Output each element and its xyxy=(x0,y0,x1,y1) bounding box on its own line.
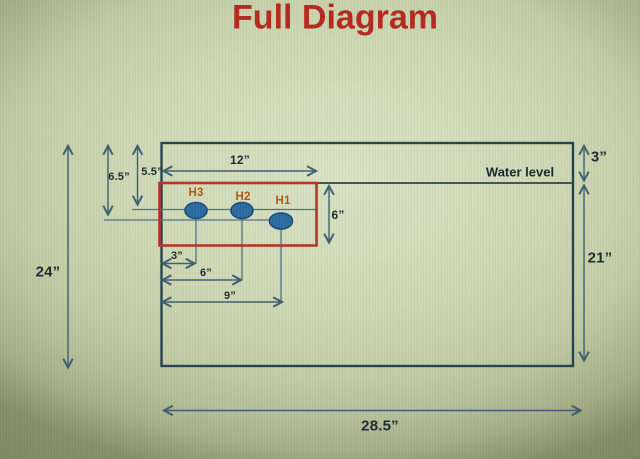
tank-outline xyxy=(160,141,575,368)
dim-label-submersion-depth: 6” xyxy=(331,208,345,222)
hydrophone-h2-label: H2 xyxy=(235,190,251,203)
hydrophone-h1-label: H1 xyxy=(275,194,291,207)
water-level-label: Water level xyxy=(485,164,555,180)
dim-label-h2-offset: 6” xyxy=(199,266,213,279)
dim-label-h3-offset: 3” xyxy=(170,250,184,262)
dim-label-array-span: 12” xyxy=(230,153,250,167)
dim-label-h1-offset: 9” xyxy=(223,289,237,302)
dim-label-top-to-h1: 6.5” xyxy=(108,171,130,183)
hydrophone-h3-label: H3 xyxy=(188,187,204,199)
dim-label-freeboard: 3” xyxy=(590,148,608,166)
dim-label-top-to-h2-h3: 5.5” xyxy=(141,166,163,178)
hydrophone-array-highlight-box xyxy=(158,181,318,247)
slide-title: Full Diagram xyxy=(232,0,438,37)
dim-label-tank-height: 24” xyxy=(35,263,61,281)
dim-label-tank-width: 28.5” xyxy=(361,417,399,435)
hydrophone-h3 xyxy=(184,201,208,220)
hydrophone-h1 xyxy=(268,212,294,230)
hydrophone-h2 xyxy=(230,201,254,220)
dim-label-water-depth: 21” xyxy=(587,249,613,267)
